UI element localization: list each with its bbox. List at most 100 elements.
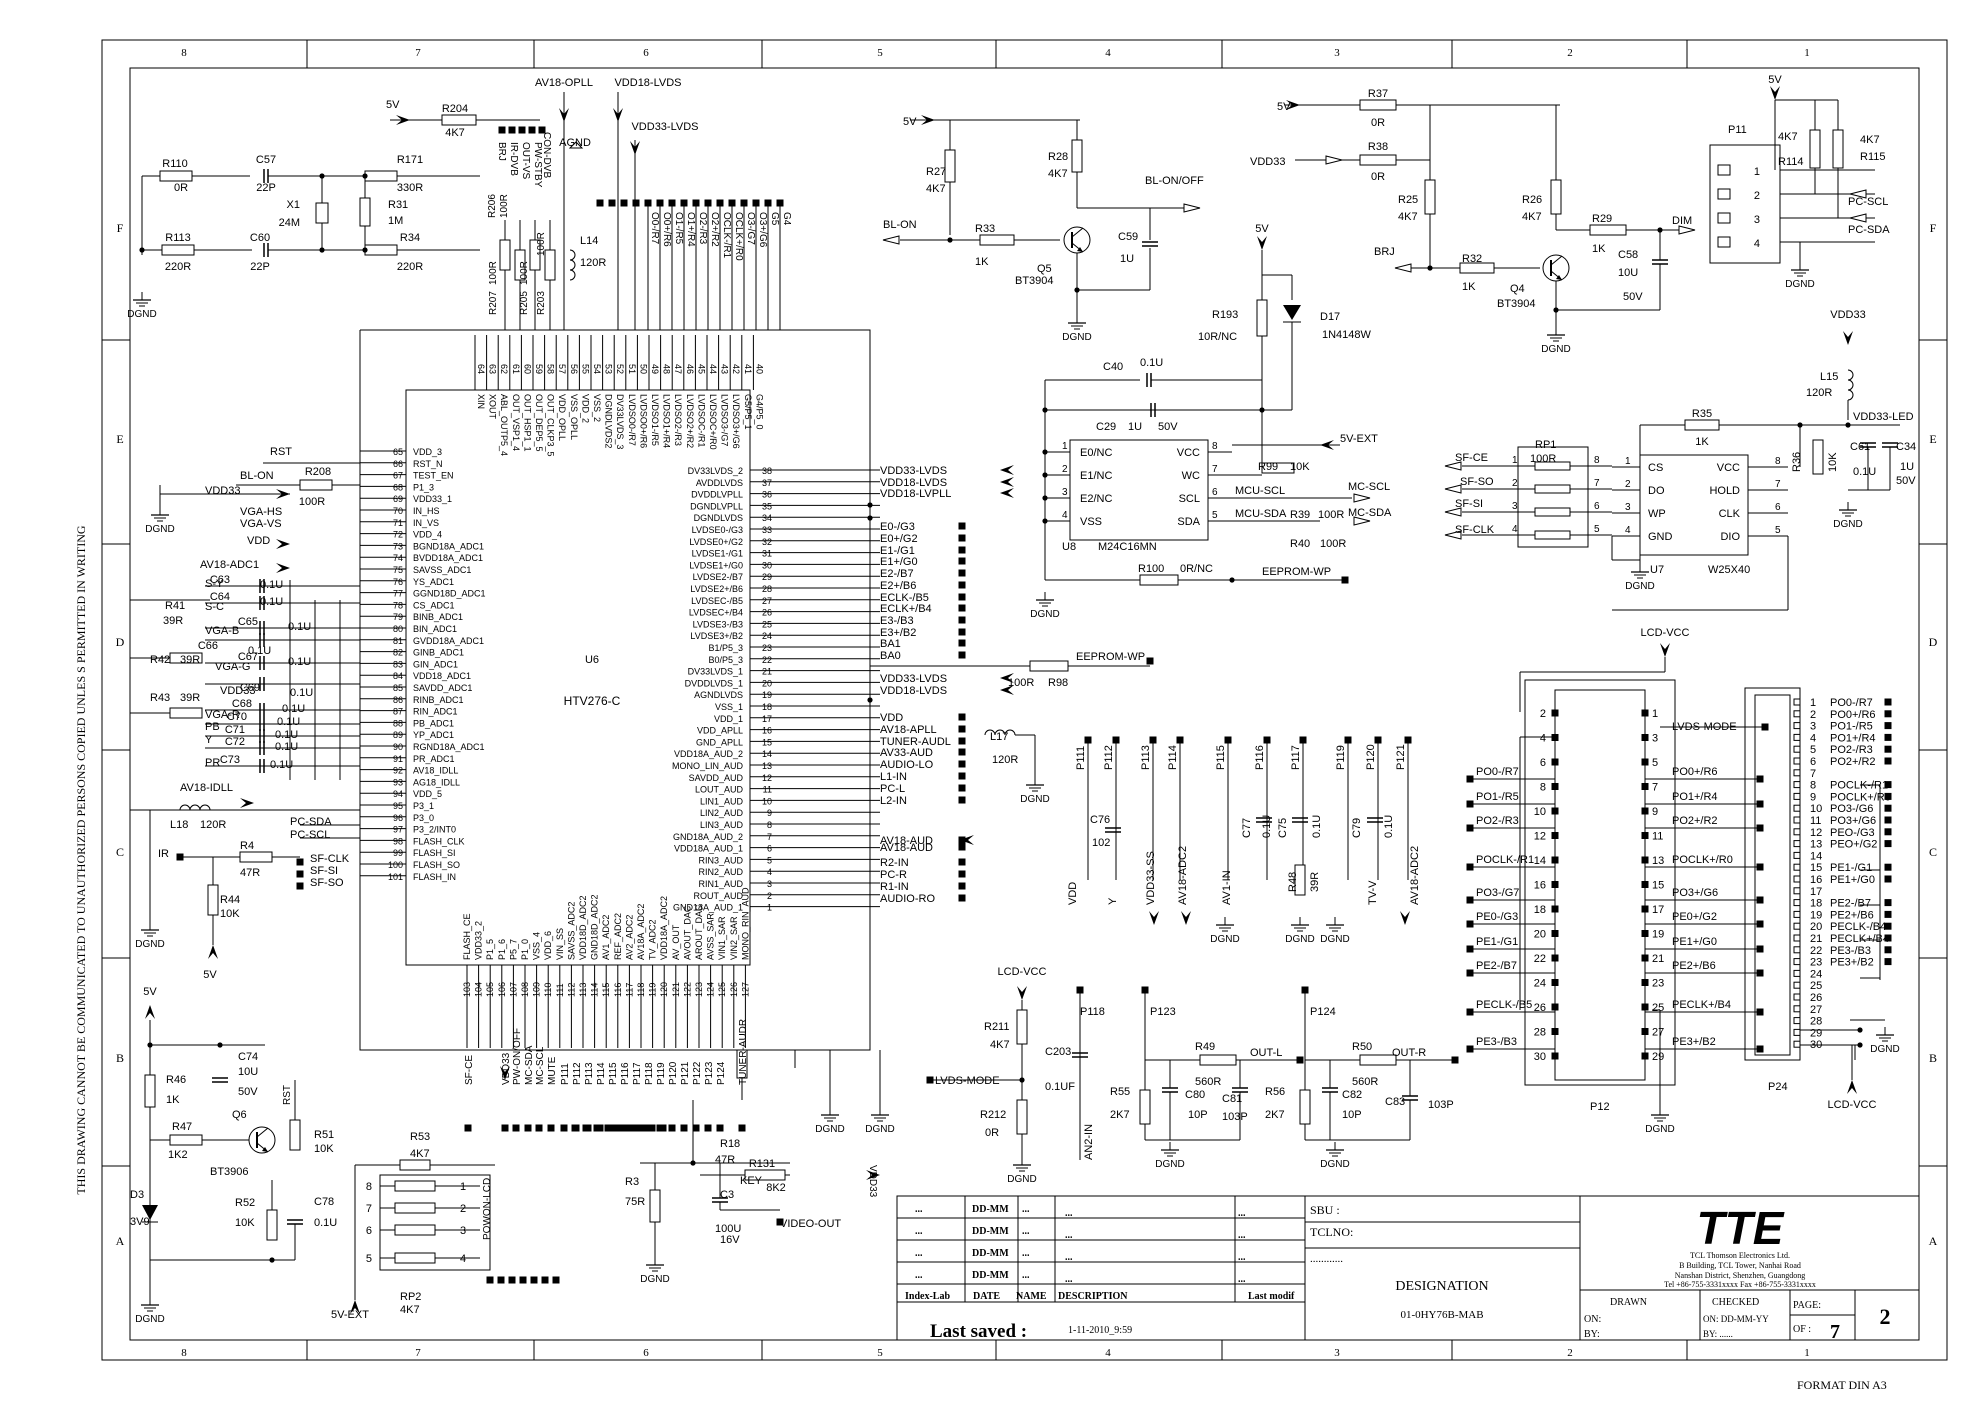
- connector-pad: [656, 199, 664, 207]
- pin-number: 3: [1512, 501, 1518, 512]
- row-label: B: [116, 1051, 124, 1065]
- connector-pad: [1466, 1045, 1474, 1053]
- connector-pin: [1793, 745, 1801, 753]
- label: MC-SCL: [1348, 481, 1390, 493]
- net-label: BA0: [880, 650, 901, 662]
- label: CS: [1648, 462, 1663, 474]
- pin-name: P1_5: [485, 939, 495, 960]
- pin-number: 11: [1810, 815, 1821, 827]
- pin-number: 18: [1810, 898, 1822, 910]
- connector-pad: [958, 522, 966, 530]
- pin-number: 2: [1810, 709, 1816, 721]
- pin-number: 81: [393, 636, 403, 646]
- pin-number: 80: [393, 624, 403, 634]
- net-label: P115: [608, 1062, 619, 1085]
- label: L15: [1820, 371, 1838, 383]
- label: 10U: [1618, 267, 1638, 279]
- pin-number: 8: [1775, 456, 1781, 467]
- pin-name: GND18D_ADC2: [590, 894, 600, 960]
- label: 1U: [1900, 461, 1914, 473]
- label: OUT-L: [1250, 1047, 1282, 1059]
- net-label: OUT-VS: [520, 142, 531, 180]
- label: 1N4148W: [1322, 329, 1372, 341]
- pin-name: FLASH_IN: [413, 872, 456, 882]
- connector-pad: [541, 1276, 549, 1284]
- connector-pin: [1793, 840, 1801, 848]
- label: NAME: [1016, 1291, 1047, 1302]
- resistor-r42: [169, 652, 203, 664]
- label: R55: [1110, 1086, 1130, 1098]
- connector-p24: [1754, 694, 1791, 1056]
- label: OUT-R: [1392, 1047, 1426, 1059]
- pin-label: PE1-/G1: [1830, 862, 1872, 874]
- pin-name: IN_VS: [413, 518, 439, 528]
- pin-number: 8: [1540, 782, 1546, 794]
- port-arrow: [1444, 507, 1462, 517]
- pin-name: OUT_DEP5_5: [534, 394, 544, 452]
- label: C75: [1277, 818, 1289, 838]
- pin-name: BGND18A_ADC1: [413, 541, 484, 551]
- pin-number: 24: [1810, 968, 1822, 980]
- net-label: VDD33-LVDS: [880, 673, 947, 685]
- connector-pad: [512, 1124, 520, 1132]
- pin-number: 124: [706, 982, 716, 997]
- pin-name: MONO_RIN_AUD: [740, 887, 750, 960]
- pin-number: 6: [767, 844, 772, 854]
- connector-pad: [1551, 930, 1559, 937]
- pin-name: LVDSO3-/G7: [720, 394, 730, 446]
- port-arrow: [1149, 911, 1159, 925]
- net-label: AGND: [559, 137, 591, 149]
- pin-number: 19: [762, 690, 772, 700]
- connector-pad: [958, 593, 966, 601]
- net-label: PW-STBY: [532, 142, 543, 188]
- net-label: VDD33-LVDS: [631, 121, 698, 133]
- label: LCD-VCC: [998, 966, 1047, 978]
- label: 5V: [386, 99, 400, 111]
- pin-number: 56: [569, 364, 579, 374]
- label: TV-V: [1367, 880, 1379, 905]
- connector-pin: [1793, 733, 1801, 741]
- net-label: RST: [270, 446, 292, 458]
- label: R27: [926, 166, 946, 178]
- pin-number: 52: [615, 364, 625, 374]
- junction-dot: [867, 502, 873, 508]
- label: OF :: [1793, 1324, 1811, 1335]
- net-label: E3+/B2: [880, 627, 916, 639]
- pin-number: 13: [1810, 839, 1822, 851]
- connector-pin: [1793, 722, 1801, 730]
- connector-pad: [668, 1124, 676, 1132]
- connector-pad: [1551, 1003, 1559, 1011]
- resistor-r26: [1550, 179, 1562, 215]
- connector-pad: [958, 784, 966, 792]
- resistor-r51: [289, 1119, 301, 1151]
- pin-number: 3: [767, 879, 772, 889]
- label: 100R: [519, 261, 530, 285]
- pin-name: DGNDLVDS: [694, 513, 743, 523]
- pin-name: RGND18A_ADC1: [413, 742, 485, 752]
- label: 560R: [1352, 1076, 1378, 1088]
- connector-pad: [1641, 979, 1649, 986]
- pin-number: 51: [627, 364, 637, 374]
- port-arrow: [1017, 986, 1027, 1000]
- label: DESIGNATION: [1395, 1279, 1488, 1294]
- resistor: [544, 249, 556, 281]
- connector-pad: [958, 639, 966, 647]
- label: POCLK+/R0: [1672, 854, 1733, 866]
- pin-name: VSS_OPLL: [569, 394, 579, 440]
- pin-number: 28: [1534, 1027, 1546, 1039]
- ground-label: DGND: [145, 524, 174, 535]
- pin-number: 37: [762, 478, 772, 488]
- pin-number: 5: [1652, 757, 1658, 769]
- pin-number: 23: [762, 643, 772, 653]
- pin-number: 127: [740, 982, 750, 997]
- connector-pad: [620, 199, 628, 207]
- pin-number: 70: [393, 506, 403, 516]
- ground-label: DGND: [1210, 934, 1239, 945]
- pin-name: CS_ADC1: [413, 600, 455, 610]
- junction-dot: [217, 1042, 223, 1048]
- label: 3V9: [130, 1216, 150, 1228]
- label: ...: [1238, 1230, 1246, 1241]
- net-label: CON-DVB: [541, 132, 552, 178]
- connector-pad: [498, 126, 506, 134]
- zener-d3: [142, 1205, 158, 1220]
